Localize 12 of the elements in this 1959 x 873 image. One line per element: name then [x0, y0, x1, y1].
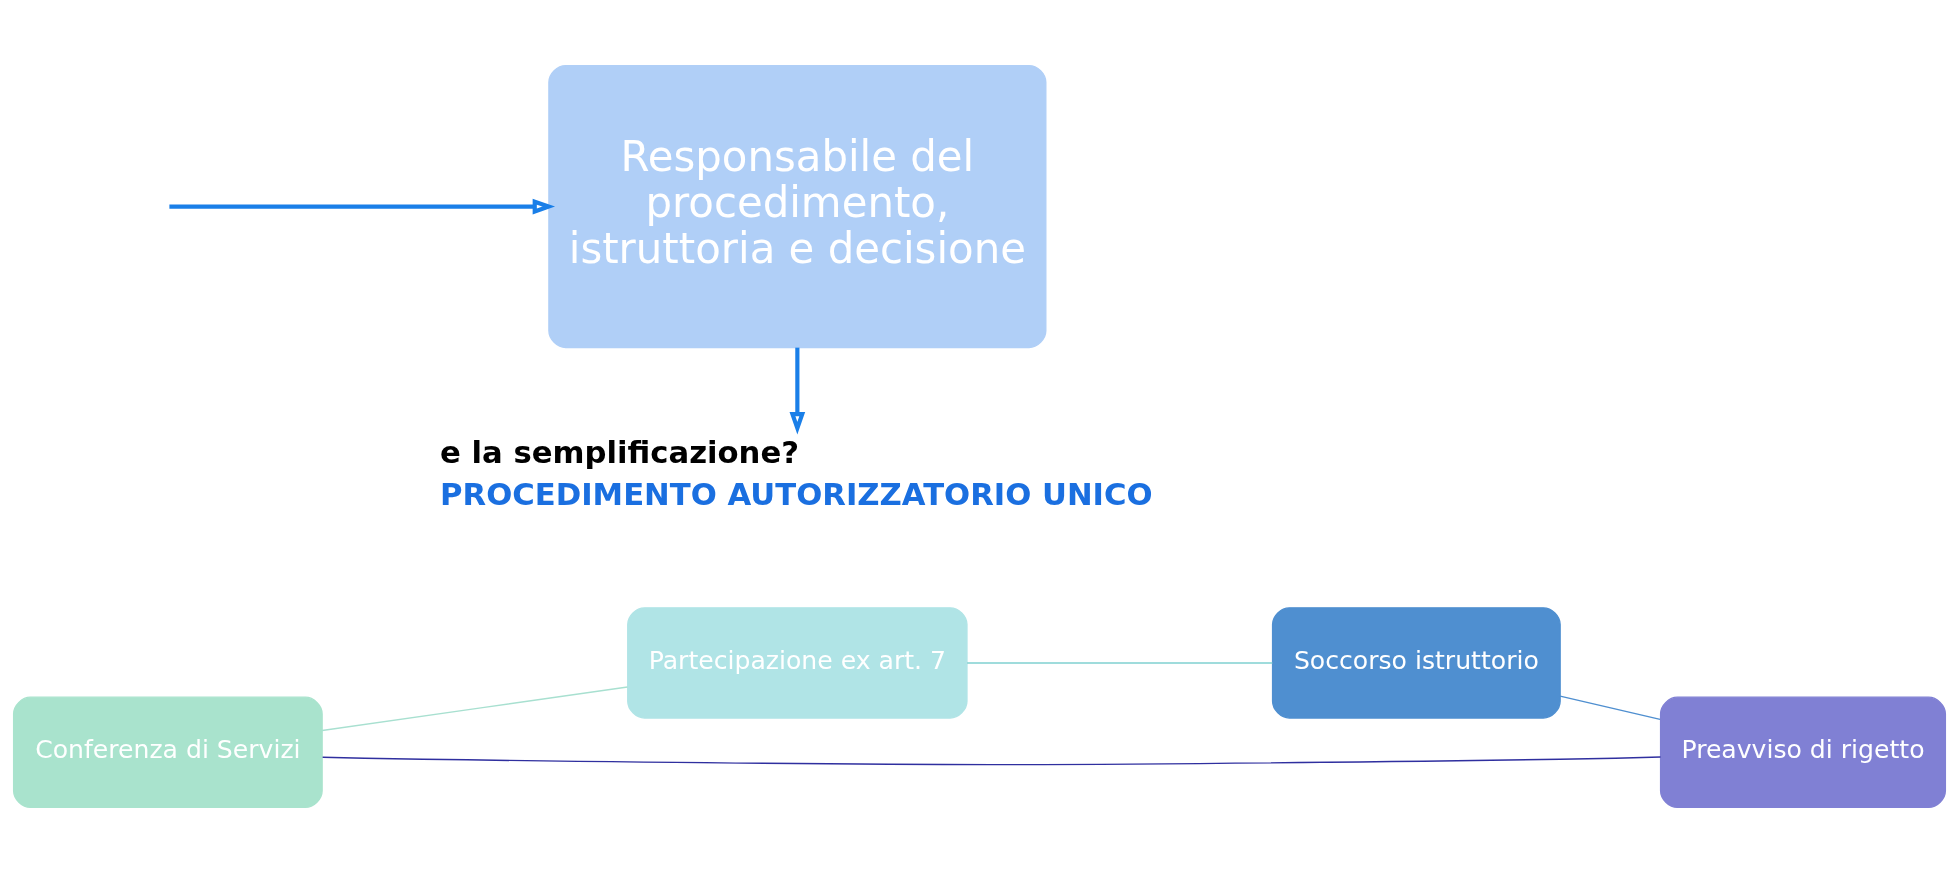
node-box: Partecipazione ex art. 7: [627, 607, 968, 719]
arrow: [789, 347, 806, 435]
node-box: Preavviso di rigetto: [1659, 696, 1947, 809]
connector: [966, 662, 1274, 664]
node-text: e la semplificazione? PROCEDIMENTO AUTORIZZATORIO UNICO: [440, 434, 1153, 512]
node-box: Responsabile del procedimento, istruttoria e decisione: [548, 64, 1047, 349]
node-box: Conferenza di Servizi: [12, 696, 323, 809]
connector: [321, 756, 1662, 766]
arrow: [169, 198, 556, 215]
connector: [1559, 695, 1661, 721]
connector: [321, 686, 629, 732]
node-box: Soccorso istruttorio: [1271, 607, 1561, 719]
